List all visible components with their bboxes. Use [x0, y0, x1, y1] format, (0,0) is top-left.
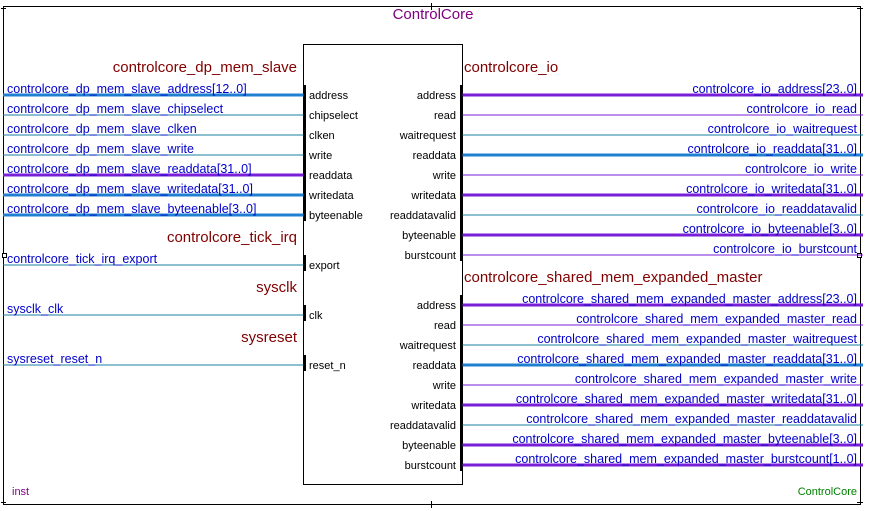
port-label: read: [434, 320, 456, 332]
signal-label: controlcore_dp_mem_slave_address[12..0]: [7, 82, 247, 96]
port-label: waitrequest: [399, 340, 456, 352]
interface-title: controlcore_io: [464, 59, 558, 76]
port-label: address: [309, 90, 349, 102]
signal-label: controlcore_shared_mem_expanded_master_w…: [516, 392, 857, 406]
signal-label: controlcore_shared_mem_expanded_master_b…: [512, 432, 857, 446]
signal-label: controlcore_dp_mem_slave_clken: [7, 122, 197, 136]
signal-label: controlcore_dp_mem_slave_readdata[31..0]: [7, 162, 252, 176]
port-label: byteenable: [309, 210, 363, 222]
signal-label: controlcore_shared_mem_expanded_master_w…: [575, 372, 857, 386]
signal-label: controlcore_io_readdatavalid: [696, 202, 857, 216]
port-label: write: [432, 170, 456, 182]
signal-label: controlcore_io_address[23..0]: [692, 82, 857, 96]
port-label: readdatavalid: [390, 210, 456, 222]
port-label: writedata: [410, 400, 457, 412]
instance-label: inst: [12, 486, 29, 498]
signal-label: controlcore_dp_mem_slave_writedata[31..0…: [7, 182, 253, 196]
signal-label: controlcore_io_readdata[31..0]: [687, 142, 857, 156]
port-label: burstcount: [405, 460, 456, 472]
port-label: read: [434, 110, 456, 122]
signal-label: controlcore_shared_mem_expanded_master_a…: [522, 292, 857, 306]
port-label: write: [432, 380, 456, 392]
signal-label: controlcore_shared_mem_expanded_master_b…: [515, 452, 857, 466]
port-label: readdatavalid: [390, 420, 456, 432]
signal-label: controlcore_dp_mem_slave_chipselect: [7, 102, 224, 116]
signal-label: controlcore_shared_mem_expanded_master_r…: [576, 312, 857, 326]
interface-title: controlcore_dp_mem_slave: [113, 59, 297, 76]
signal-label: sysclk_clk: [7, 302, 64, 316]
port-label: readdata: [413, 150, 457, 162]
port-label: clken: [309, 130, 335, 142]
signal-label: controlcore_io_waitrequest: [708, 122, 858, 136]
wire-layer: [3, 85, 863, 471]
port-label: waitrequest: [399, 130, 456, 142]
signal-label: controlcore_shared_mem_expanded_master_r…: [517, 352, 857, 366]
port-label: readdata: [413, 360, 457, 372]
signal-label: controlcore_tick_irq_export: [7, 252, 158, 266]
label-layer: controlcore_dp_mem_slave controlcore_dp_m…: [7, 59, 858, 472]
signal-label: controlcore_dp_mem_slave_byteenable[3..0…: [7, 202, 256, 216]
port-label: writedata: [410, 190, 457, 202]
interface-title: sysreset: [241, 329, 298, 346]
component-label: ControlCore: [798, 486, 857, 498]
signal-label: controlcore_shared_mem_expanded_master_r…: [526, 412, 857, 426]
interface-title: controlcore_shared_mem_expanded_master: [464, 269, 763, 286]
interface-title: controlcore_tick_irq: [167, 229, 297, 246]
port-label: writedata: [308, 190, 355, 202]
port-label: address: [417, 90, 457, 102]
port-label: burstcount: [405, 250, 456, 262]
port-label: write: [308, 150, 332, 162]
core-module-box: [303, 44, 463, 485]
port-label: clk: [309, 310, 323, 322]
signal-label: controlcore_io_write: [745, 162, 857, 176]
interface-title: sysclk: [256, 279, 297, 296]
port-label: readdata: [309, 170, 353, 182]
port-label: chipselect: [309, 110, 358, 122]
signal-label: controlcore_io_read: [747, 102, 858, 116]
signal-label: controlcore_shared_mem_expanded_master_w…: [537, 332, 857, 346]
signal-label: controlcore_dp_mem_slave_write: [7, 142, 194, 156]
signal-label: controlcore_io_writedata[31..0]: [686, 182, 857, 196]
port-label: byteenable: [402, 440, 456, 452]
port-label: byteenable: [402, 230, 456, 242]
signal-label: controlcore_io_byteenable[3..0]: [683, 222, 857, 236]
signal-label: sysreset_reset_n: [7, 352, 102, 366]
diagram-title: ControlCore: [393, 6, 474, 23]
port-label: export: [309, 260, 340, 272]
signal-label: controlcore_io_burstcount: [713, 242, 857, 256]
port-label: reset_n: [309, 360, 346, 372]
port-label: address: [417, 300, 457, 312]
